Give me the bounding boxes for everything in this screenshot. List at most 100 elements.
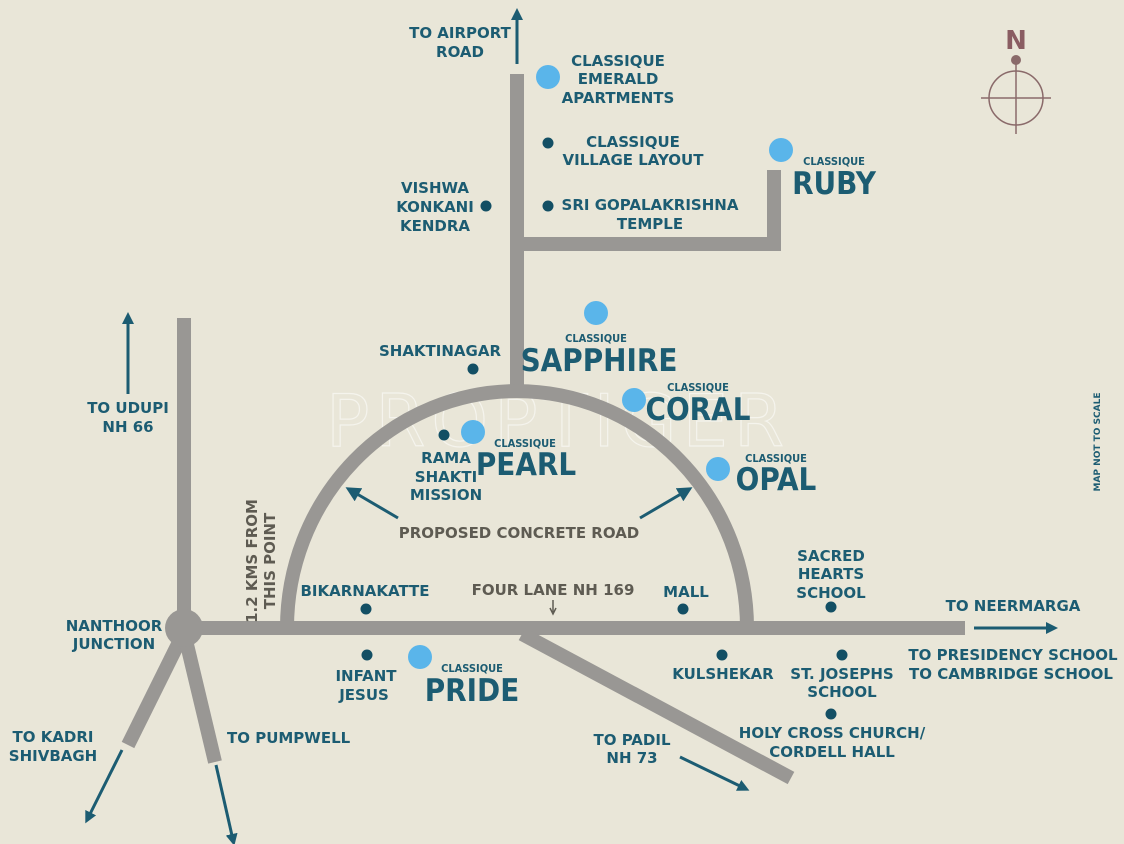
road-ruby-branch bbox=[517, 170, 781, 251]
svg-text:CLASSIQUE: CLASSIQUE bbox=[745, 452, 807, 465]
label-rama: RAMA SHAKTI MISSION bbox=[410, 449, 482, 504]
svg-text:VILLAGE LAYOUT: VILLAGE LAYOUT bbox=[563, 151, 705, 169]
label-kadri: TO KADRI SHIVBAGH bbox=[9, 728, 97, 765]
marker-sacred bbox=[825, 601, 837, 613]
marker-temple bbox=[542, 200, 554, 212]
svg-text:THIS POINT: THIS POINT bbox=[261, 512, 279, 609]
svg-text:EMERALD: EMERALD bbox=[578, 70, 659, 88]
svg-text:TO AIRPORT: TO AIRPORT bbox=[409, 24, 512, 42]
svg-text:SHAKTI: SHAKTI bbox=[415, 468, 477, 486]
label-junction: NANTHOOR JUNCTION bbox=[66, 617, 163, 653]
road-padil bbox=[518, 627, 795, 785]
label-emerald: CLASSIQUE EMERALD APARTMENTS bbox=[562, 52, 675, 107]
marker-coral bbox=[622, 388, 646, 412]
svg-text:HOLY CROSS CHURCH/: HOLY CROSS CHURCH/ bbox=[739, 724, 926, 742]
svg-text:TEMPLE: TEMPLE bbox=[617, 215, 683, 233]
compass-north-label: N bbox=[1005, 26, 1027, 56]
marker-pearl bbox=[461, 420, 485, 444]
label-pride: CLASSIQUE PRIDE bbox=[425, 662, 520, 709]
label-sapphire: CLASSIQUE SAPPHIRE bbox=[521, 332, 678, 379]
marker-pride bbox=[408, 645, 432, 669]
marker-village bbox=[542, 137, 554, 149]
four-lane-label: FOUR LANE NH 169 bbox=[472, 581, 635, 599]
label-kulshekar: KULSHEKAR bbox=[672, 665, 774, 683]
four-lane-pointer bbox=[549, 600, 557, 616]
svg-text:CORDELL HALL: CORDELL HALL bbox=[769, 743, 895, 761]
marker-vishwa bbox=[480, 200, 492, 212]
svg-text:TO KADRI: TO KADRI bbox=[12, 728, 93, 746]
label-infant: INFANT JESUS bbox=[335, 667, 397, 704]
compass-dot bbox=[1011, 55, 1021, 65]
label-village: CLASSIQUE VILLAGE LAYOUT bbox=[563, 133, 705, 169]
label-shaktinagar: SHAKTINAGAR bbox=[379, 342, 501, 360]
marker-ruby bbox=[769, 138, 793, 162]
svg-text:PRIDE: PRIDE bbox=[425, 673, 520, 709]
svg-text:TO CAMBRIDGE SCHOOL: TO CAMBRIDGE SCHOOL bbox=[909, 665, 1113, 683]
svg-text:CLASSIQUE: CLASSIQUE bbox=[571, 52, 665, 70]
svg-text:SCHOOL: SCHOOL bbox=[796, 584, 866, 602]
svg-text:CLASSIQUE: CLASSIQUE bbox=[803, 155, 865, 168]
svg-text:NH 66: NH 66 bbox=[102, 418, 153, 436]
label-temple: SRI GOPALAKRISHNA TEMPLE bbox=[562, 196, 739, 233]
svg-text:SCHOOL: SCHOOL bbox=[807, 683, 877, 701]
label-stjosephs: ST. JOSEPHS SCHOOL bbox=[790, 665, 893, 701]
arrow-padil bbox=[679, 755, 750, 791]
svg-text:ROAD: ROAD bbox=[436, 43, 484, 61]
road-pumpwell bbox=[177, 630, 222, 764]
svg-text:CLASSIQUE: CLASSIQUE bbox=[586, 133, 680, 151]
svg-text:RAMA: RAMA bbox=[421, 449, 471, 467]
label-mall: MALL bbox=[663, 583, 709, 601]
svg-text:CLASSIQUE: CLASSIQUE bbox=[667, 381, 729, 394]
landmark-markers bbox=[360, 137, 848, 720]
svg-text:TO UDUPI: TO UDUPI bbox=[87, 399, 169, 417]
marker-opal bbox=[706, 457, 730, 481]
proposed-road-label: PROPOSED CONCRETE ROAD bbox=[399, 524, 640, 542]
compass-icon bbox=[981, 60, 1051, 134]
marker-shaktinagar bbox=[467, 363, 479, 375]
road-kadri bbox=[121, 628, 191, 749]
svg-text:HEARTS: HEARTS bbox=[798, 565, 864, 583]
svg-text:CLASSIQUE: CLASSIQUE bbox=[494, 437, 556, 450]
svg-text:SHIVBAGH: SHIVBAGH bbox=[9, 747, 97, 765]
arrow-proposed-right bbox=[639, 487, 693, 520]
label-pumpwell: TO PUMPWELL bbox=[227, 729, 351, 747]
marker-holycross bbox=[825, 708, 837, 720]
svg-text:CLASSIQUE: CLASSIQUE bbox=[565, 332, 627, 345]
marker-emerald bbox=[536, 65, 560, 89]
marker-kulshekar bbox=[716, 649, 728, 661]
nanthoor-junction-circle bbox=[165, 609, 203, 647]
label-ruby: CLASSIQUE RUBY bbox=[792, 155, 877, 202]
svg-text:APARTMENTS: APARTMENTS bbox=[562, 89, 675, 107]
marker-infant bbox=[361, 649, 373, 661]
marker-mall bbox=[677, 603, 689, 615]
marker-rama bbox=[438, 429, 450, 441]
label-holycross: HOLY CROSS CHURCH/ CORDELL HALL bbox=[739, 724, 926, 761]
svg-text:KONKANI: KONKANI bbox=[396, 198, 474, 216]
project-markers bbox=[408, 65, 793, 669]
label-sacred: SACRED HEARTS SCHOOL bbox=[796, 547, 866, 602]
svg-text:CLASSIQUE: CLASSIQUE bbox=[441, 662, 503, 675]
label-bikarnakatte: BIKARNAKATTE bbox=[300, 582, 429, 600]
label-neermarga: TO NEERMARGA bbox=[946, 597, 1081, 615]
distance-note: 1.2 KMS FROM THIS POINT bbox=[243, 499, 279, 623]
label-schools: TO PRESIDENCY SCHOOL TO CAMBRIDGE SCHOOL bbox=[908, 646, 1118, 683]
arrow-pumpwell bbox=[214, 764, 238, 844]
marker-bikarnakatte bbox=[360, 603, 372, 615]
direction-arrows bbox=[85, 7, 1058, 844]
roads bbox=[121, 74, 965, 785]
svg-text:NANTHOOR: NANTHOOR bbox=[66, 617, 163, 635]
arrow-kadri bbox=[85, 749, 124, 824]
svg-text:KENDRA: KENDRA bbox=[400, 217, 470, 235]
svg-text:MISSION: MISSION bbox=[410, 486, 482, 504]
label-coral: CLASSIQUE CORAL bbox=[645, 381, 750, 428]
svg-text:INFANT: INFANT bbox=[335, 667, 397, 685]
svg-text:RUBY: RUBY bbox=[792, 166, 877, 202]
label-udupi: TO UDUPI NH 66 bbox=[87, 399, 169, 436]
marker-sapphire bbox=[584, 301, 608, 325]
svg-text:JUNCTION: JUNCTION bbox=[72, 635, 155, 653]
label-opal: CLASSIQUE OPAL bbox=[736, 452, 817, 498]
svg-text:NH 73: NH 73 bbox=[606, 749, 657, 767]
label-vishwa: VISHWA KONKANI KENDRA bbox=[396, 179, 474, 235]
svg-text:OPAL: OPAL bbox=[736, 462, 817, 498]
road-arc bbox=[280, 384, 754, 629]
